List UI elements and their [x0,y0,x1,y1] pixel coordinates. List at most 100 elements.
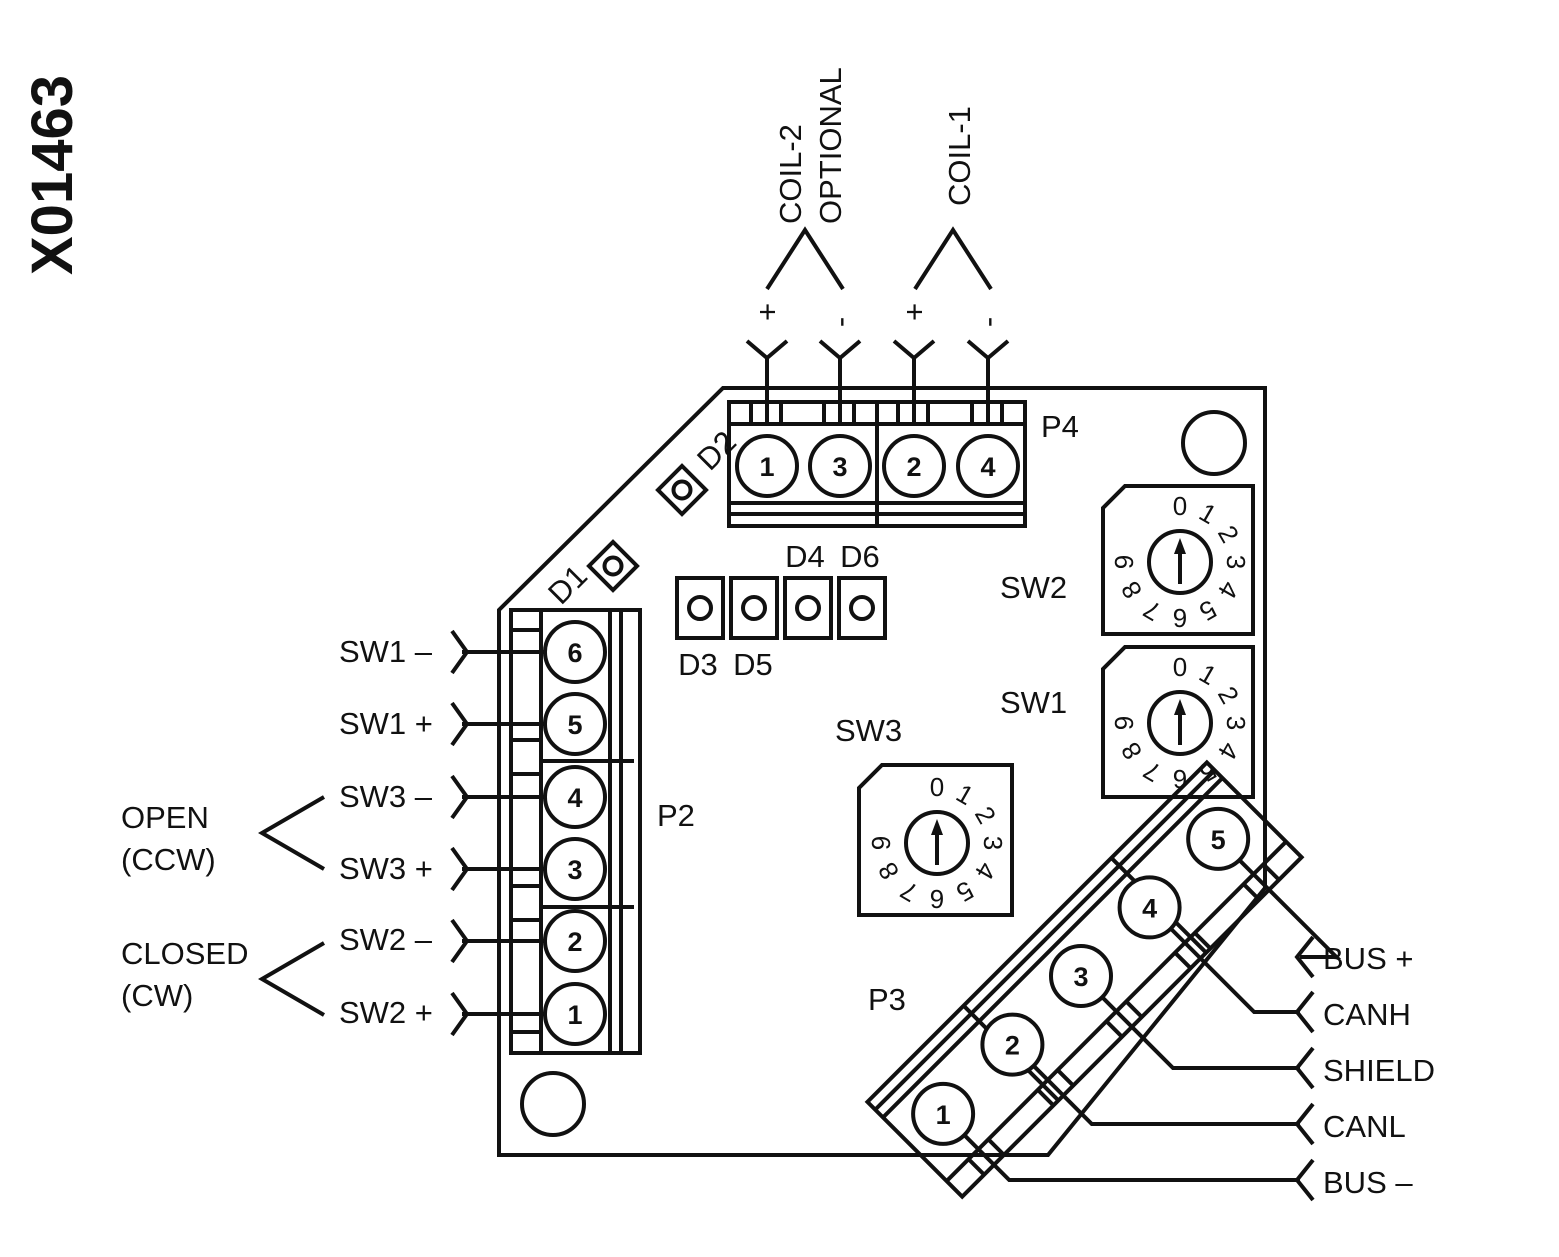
dial-digit: 8 [872,857,905,885]
dial-digit: 2 [1212,520,1245,548]
wire-terminal-icon [450,701,470,747]
wire-terminal-icon [450,774,470,820]
p2-pin-label: 3 [567,855,582,885]
p3-signal-label: BUS – [1323,1165,1413,1200]
connector-p4: 1 3 2 4 [727,339,1027,528]
p3-wires [962,858,1342,1202]
p3-pin-label: 5 [1211,825,1226,855]
polarity-sign: - [971,317,1006,327]
open-label: OPEN [121,800,209,835]
p3-pin [1186,806,1251,871]
dial-digit: 5 [1194,594,1222,627]
dial-digit: 1 [1194,497,1222,530]
p3-pin [1049,944,1113,1008]
p3-signal-label: CANH [1323,997,1411,1032]
dial-digit: 6 [930,884,944,914]
p2-signal-label: SW2 + [339,995,433,1030]
sw3-label: SW3 [835,713,902,748]
p2-pin [543,765,607,829]
p2-pin [543,692,607,756]
polarity-sign: + [897,303,932,321]
wire-terminal-icon [450,918,470,964]
polarity-sign: + [750,303,785,321]
p2-pin [543,909,607,973]
p2-signal-label: SW2 – [339,922,433,957]
p2-pin-label: 5 [567,710,582,740]
led-d3 [675,576,725,640]
p3-signal-label: CANL [1323,1109,1406,1144]
led-d3-label: D3 [678,647,718,682]
led-d2 [655,463,709,517]
board-outline [497,386,1267,1157]
p2-pin-label: 4 [567,783,582,813]
dial-digit: 8 [1115,576,1148,604]
closed-bracket [258,941,326,1017]
dial-digit: 0 [1173,491,1187,521]
coil2-optional-label: OPTIONAL [813,67,848,224]
p4-pin-label: 4 [980,452,995,482]
closed-label: CLOSED [121,936,248,971]
dial-digit: 4 [1212,576,1245,604]
p4-pin-2: 2 [882,434,946,498]
sw2-label: SW2 [1000,570,1067,605]
connector-p3: 1 2 3 4 5 [864,759,1305,1200]
p3-pin [980,1012,1045,1077]
connector-p4-label: P4 [1041,409,1079,444]
led-d1-label: D1 [541,558,594,611]
p2-signal-label: SW1 – [339,634,433,669]
p2-signal-label: SW3 + [339,851,433,886]
mounting-hole-top-right [1181,410,1247,476]
coil1-label: COIL-1 [942,106,977,206]
p3-lead-wire [1100,995,1300,1070]
led-d1 [586,539,640,593]
mounting-hole-bottom-left [520,1071,586,1137]
wire-terminal-icon [1294,1158,1315,1202]
dial-knob [904,810,970,876]
p3-pin-label: 2 [1005,1031,1020,1061]
dial-digit: 2 [1212,681,1245,709]
p2-signal-label: SW1 + [339,706,433,741]
p4-pin-label: 3 [832,452,847,482]
led-d4-label: D4 [785,539,825,574]
dial-digit: 3 [1221,555,1251,569]
dial-arrow-icon [1174,699,1186,715]
wire-terminal-icon [1294,1046,1315,1090]
led-d2-label: D2 [690,424,743,477]
wire-terminal-icon [450,991,470,1037]
p4-pin-label: 1 [759,452,774,482]
dial-digit: 1 [1194,658,1222,691]
led-d4 [783,576,833,640]
p4-pin-4: 4 [956,434,1020,498]
p3-lead-wire [1032,1064,1300,1126]
dial-digit: 7 [1138,755,1166,788]
dial-digit: 4 [969,857,1002,885]
drawing-code: X01463 [20,75,85,275]
connector-p2 [509,608,642,1055]
p2-pin [543,837,607,901]
dial-digit: 7 [1138,594,1166,627]
p2-pin [543,620,607,684]
dial-knob [1147,690,1213,756]
p3-lead-wire [1237,858,1342,959]
closed-cw-label: (CW) [121,978,193,1013]
dial-digit: 9 [1109,716,1139,730]
coil2-bracket [765,226,845,291]
dial-digit: 3 [978,836,1008,850]
p3-lead-wire [962,1133,1300,1182]
p3-pin-label: 1 [936,1100,951,1130]
led-d6 [837,576,887,640]
coil2-label: COIL-2 [773,124,808,224]
dial-digit: 9 [1109,555,1139,569]
p3-signal-label: BUS + [1323,941,1413,976]
p3-signal-label: SHIELD [1323,1053,1435,1088]
wire-terminal-icon [450,629,470,675]
dial-arrow-icon [931,819,943,835]
wire-terminal-icon [1294,990,1315,1034]
dial-arrow-icon [1174,538,1186,554]
connector-p2-label: P2 [657,798,695,833]
p4-pin-3: 3 [808,434,872,498]
dial-digit: 3 [1221,716,1251,730]
wire-terminal-icon [1294,1102,1315,1146]
dial-digit: 2 [969,801,1002,829]
